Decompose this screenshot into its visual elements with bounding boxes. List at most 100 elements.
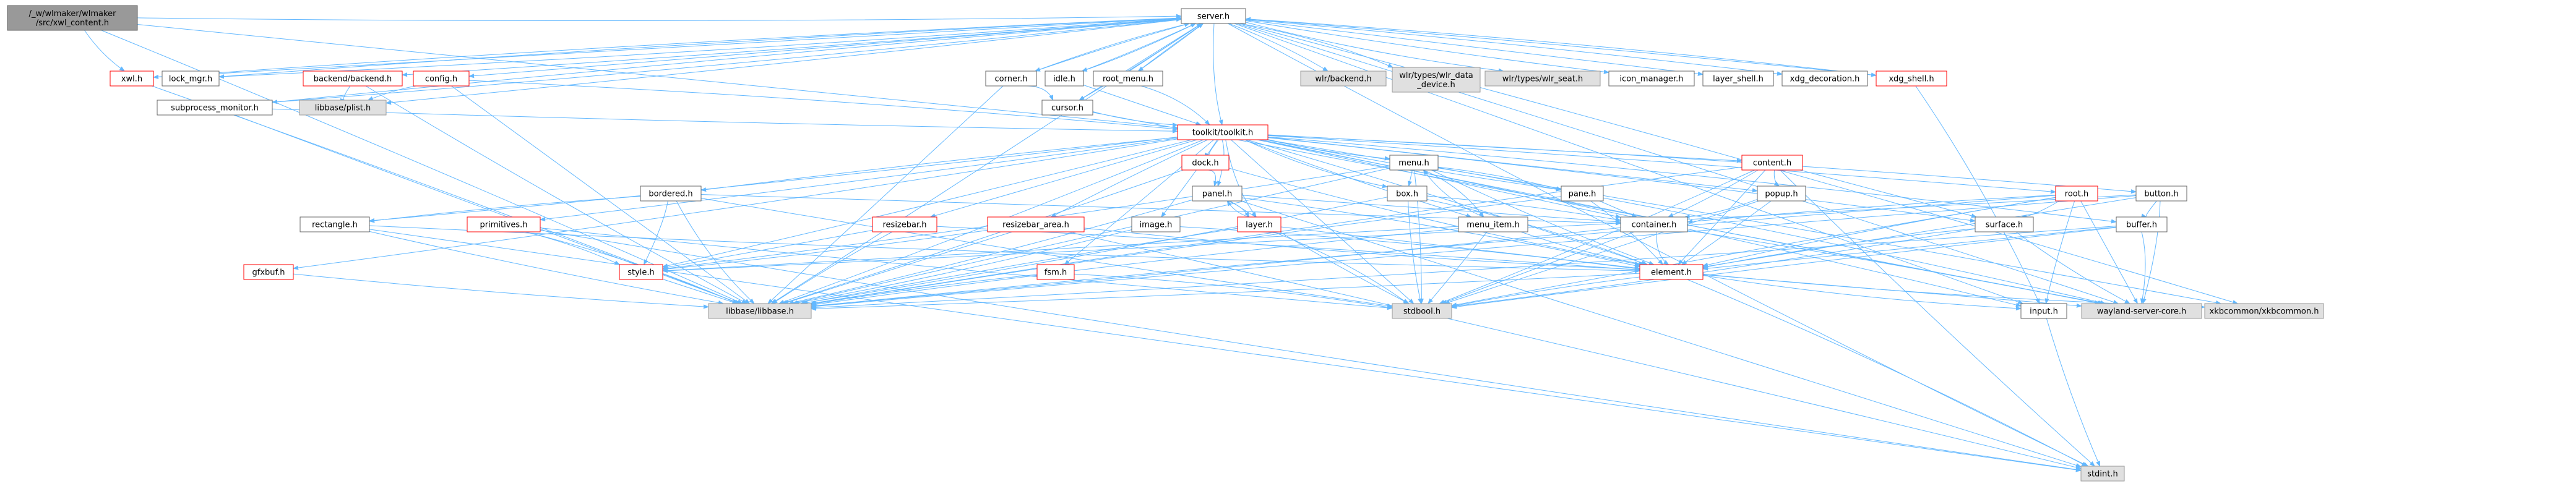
node-label-pane: pane.h xyxy=(1569,190,1596,199)
node-root_menu[interactable]: root_menu.h xyxy=(1093,70,1163,87)
edge-element-to-input xyxy=(1702,275,2022,311)
edge-corner-to-libbase xyxy=(767,85,1004,304)
node-box-buffer xyxy=(2116,216,2168,232)
edge-toolkit-to-box xyxy=(1244,139,1388,189)
edge-config-to-toolkit xyxy=(468,80,1178,131)
node-panel[interactable]: panel.h xyxy=(1192,185,1243,202)
node-plist: libbase/plist.h xyxy=(299,100,387,116)
node-label-resizebar: resizebar.h xyxy=(882,221,926,230)
edge-toolkit-to-button xyxy=(1267,135,2137,194)
node-box-popup xyxy=(1757,185,1806,202)
node-label-corner: corner.h xyxy=(995,75,1028,84)
edge-popup-to-stdbool xyxy=(1444,200,1759,304)
edge-cursor-to-toolkit xyxy=(1092,111,1178,127)
edge-menu-to-stdbool xyxy=(1414,169,1424,304)
edge-buffer-to-libbase xyxy=(811,226,2117,310)
node-label-root_menu: root_menu.h xyxy=(1103,75,1153,84)
edge-idle-to-server xyxy=(1082,23,1197,72)
node-xdg_shell[interactable]: xdg_shell.h xyxy=(1876,70,1947,87)
node-label-plist: libbase/plist.h xyxy=(315,104,371,113)
node-element[interactable]: element.h xyxy=(1639,264,1704,280)
node-primitives[interactable]: primitives.h xyxy=(467,216,541,232)
node-box-toolkit xyxy=(1177,124,1269,140)
node-menu[interactable]: menu.h xyxy=(1389,155,1439,171)
edge-bordered-to-stdbool xyxy=(700,198,1393,308)
node-label-container: container.h xyxy=(1632,221,1677,230)
node-box-config xyxy=(413,70,470,87)
node-input[interactable]: input.h xyxy=(2020,303,2067,319)
edge-menu-to-wayland xyxy=(1437,167,2106,305)
edge-image-to-libbase xyxy=(793,229,1132,305)
node-toolkit[interactable]: toolkit/toolkit.h xyxy=(1177,124,1269,140)
node-style[interactable]: style.h xyxy=(619,264,663,280)
node-root_tk[interactable]: root.h xyxy=(2055,185,2098,202)
edge-subprocess-to-toolkit xyxy=(272,108,1178,134)
edge-root_tk-to-stdbool xyxy=(1451,197,2056,307)
node-rectangle[interactable]: rectangle.h xyxy=(299,216,370,232)
edge-server-to-toolkit xyxy=(1213,23,1223,126)
node-cursor[interactable]: cursor.h xyxy=(1041,100,1093,116)
node-backend[interactable]: backend/backend.h xyxy=(303,70,403,87)
node-box-resizebar_area xyxy=(987,216,1085,232)
edge-subprocess-to-server xyxy=(272,17,1182,103)
node-surface[interactable]: surface.h xyxy=(1975,216,2034,232)
node-menu_item[interactable]: menu_item.h xyxy=(1458,216,1528,232)
node-label-buffer: buffer.h xyxy=(2126,221,2157,230)
edge-content-to-surface xyxy=(1799,169,1977,218)
edge-bordered-to-rectangle xyxy=(369,196,641,223)
node-label-wlr_backend: wlr/backend.h xyxy=(1315,75,1371,84)
node-label-image: image.h xyxy=(1140,221,1173,230)
node-buffer[interactable]: buffer.h xyxy=(2116,216,2168,232)
node-box-dock xyxy=(1181,155,1230,171)
node-image[interactable]: image.h xyxy=(1131,216,1181,232)
node-gfxbuf[interactable]: gfxbuf.h xyxy=(243,264,294,280)
edge-server-to-corner xyxy=(1035,23,1190,72)
node-label-content: content.h xyxy=(1753,159,1791,168)
edge-panel-to-element xyxy=(1241,197,1640,268)
node-server[interactable]: server.h xyxy=(1181,8,1246,24)
node-label-stdbool: stdbool.h xyxy=(1403,307,1441,317)
node-button[interactable]: button.h xyxy=(2135,185,2187,202)
node-label-resizebar_area: resizebar_area.h xyxy=(1002,221,1069,230)
edge-input-to-stdint xyxy=(2046,318,2101,467)
edge-config-to-plist xyxy=(367,85,416,101)
node-dock[interactable]: dock.h xyxy=(1181,155,1230,171)
node-subprocess[interactable]: subprocess_monitor.h xyxy=(157,100,273,116)
node-box-plist xyxy=(299,100,387,116)
edge-resizebar-to-style xyxy=(662,229,873,270)
edge-toolkit-to-rectangle xyxy=(369,137,1178,223)
node-wayland: wayland-server-core.h xyxy=(2081,303,2202,319)
edge-toolkit-to-stdbool xyxy=(1231,139,1415,304)
node-resizebar_area[interactable]: resizebar_area.h xyxy=(987,216,1085,232)
node-box[interactable]: box.h xyxy=(1387,185,1428,202)
edge-container-to-element xyxy=(1656,231,1669,265)
node-pane[interactable]: pane.h xyxy=(1561,185,1604,202)
node-box-wlr_data xyxy=(1392,67,1481,93)
node-popup[interactable]: popup.h xyxy=(1757,185,1806,202)
node-box-input xyxy=(2020,303,2067,319)
node-layer[interactable]: layer.h xyxy=(1237,216,1282,232)
node-content[interactable]: content.h xyxy=(1741,155,1803,171)
node-idle[interactable]: idle.h xyxy=(1045,70,1084,87)
edge-toolkit-to-style xyxy=(662,139,1192,268)
node-config[interactable]: config.h xyxy=(413,70,470,87)
edge-primitives-to-style xyxy=(525,231,621,265)
node-root[interactable]: /_w/wlmaker/wlmaker/src/xwl_content.h xyxy=(7,5,138,31)
edge-menu-to-element xyxy=(1431,169,1655,265)
node-layer_shell[interactable]: layer_shell.h xyxy=(1702,70,1774,87)
node-xdg_decoration[interactable]: xdg_decoration.h xyxy=(1781,70,1868,87)
node-box-layer xyxy=(1237,216,1282,232)
node-box-lock_mgr xyxy=(162,70,220,87)
edge-content-to-popup xyxy=(1773,169,1780,187)
edge-subprocess-to-libbase xyxy=(234,114,741,304)
node-lock_mgr[interactable]: lock_mgr.h xyxy=(162,70,220,87)
node-container[interactable]: container.h xyxy=(1620,216,1688,232)
node-fsm[interactable]: fsm.h xyxy=(1036,264,1075,280)
node-corner[interactable]: corner.h xyxy=(985,70,1037,87)
node-resizebar[interactable]: resizebar.h xyxy=(872,216,937,232)
node-bordered[interactable]: bordered.h xyxy=(640,185,702,202)
edge-xdg_shell-to-server xyxy=(1245,17,1877,76)
node-xwl[interactable]: xwl.h xyxy=(110,70,154,87)
edge-menu-to-pane xyxy=(1437,166,1562,191)
node-icon_manager[interactable]: icon_manager.h xyxy=(1608,70,1695,87)
